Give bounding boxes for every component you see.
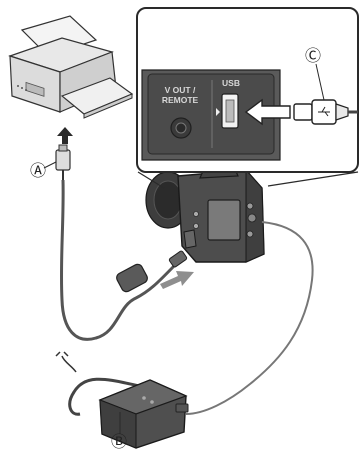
usb-port-label: USB <box>218 79 244 88</box>
arrow-to-printer-icon <box>57 127 73 144</box>
vout-label-line2: REMOTE <box>150 96 210 105</box>
callout-b: Ⓑ <box>111 434 127 450</box>
callout-c: Ⓒ <box>305 48 321 64</box>
vout-port-label: V OUT / REMOTE <box>150 86 210 104</box>
printer <box>10 16 132 118</box>
callout-a: Ⓐ <box>30 163 46 179</box>
camera <box>146 162 264 262</box>
vout-label-line1: V OUT / <box>150 86 210 95</box>
